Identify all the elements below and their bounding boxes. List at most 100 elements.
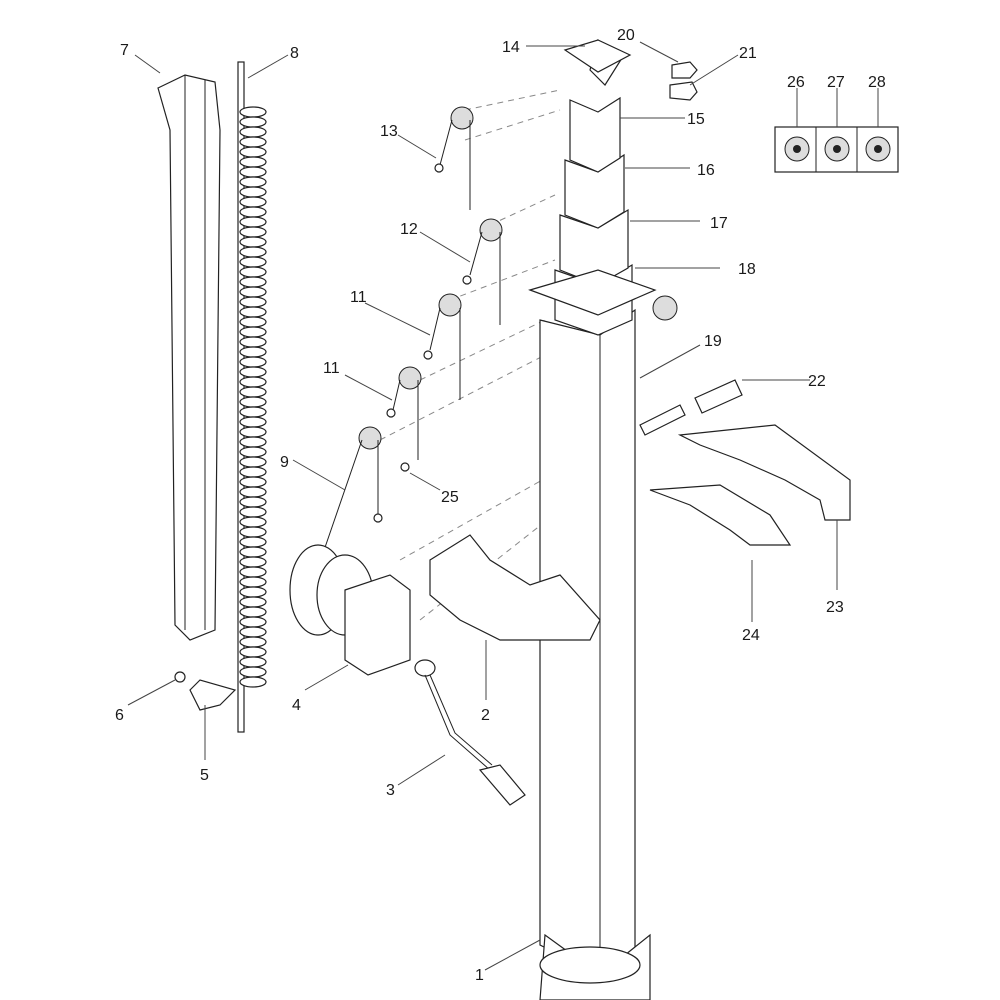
callout-2: 2 [481, 707, 490, 724]
coil-turn [239, 646, 267, 658]
callout-13: 13 [380, 123, 398, 140]
callout-24: 24 [742, 627, 760, 644]
callout-7: 7 [120, 42, 129, 59]
callout-11b: 11 [323, 360, 340, 377]
callout-23: 23 [826, 599, 844, 616]
coil-turn [239, 216, 267, 228]
coil-turn [239, 546, 267, 558]
part-8-coiled-cable [237, 61, 267, 733]
parts-20-21-pads [669, 61, 698, 101]
coil-turn [239, 136, 267, 148]
coil-turn [239, 296, 267, 308]
pulley-cable-assemblies [299, 106, 503, 621]
callout-22: 22 [808, 373, 826, 390]
callout-20: 20 [617, 27, 635, 44]
callout-14: 14 [502, 39, 520, 56]
coil-turn [239, 316, 267, 328]
coil-turn [239, 326, 267, 338]
callout-11a: 11 [350, 289, 367, 306]
coil-turn [239, 406, 267, 418]
coil-turn [239, 596, 267, 608]
coil-turn [239, 436, 267, 448]
coil-turn [239, 116, 267, 128]
coil-turn [239, 346, 267, 358]
parts-23-24-cover-plates [649, 424, 851, 546]
callout-1: 1 [475, 967, 484, 984]
coil-turn [239, 156, 267, 168]
callout-15: 15 [687, 111, 705, 128]
callout-3: 3 [386, 782, 395, 799]
coil-turn [239, 466, 267, 478]
callout-18: 18 [738, 261, 756, 278]
part-11b [386, 366, 422, 460]
coil-turn [239, 426, 267, 438]
parts-5-6 [174, 671, 237, 711]
coil-turn [239, 386, 267, 398]
coil-turn [239, 536, 267, 548]
callout-27: 27 [827, 74, 845, 91]
coil-turn [239, 556, 267, 568]
callout-labels: 7 8 13 12 11 11 9 25 14 20 21 26 27 28 1… [115, 27, 886, 984]
coil-turn [239, 276, 267, 288]
coil-turn [239, 146, 267, 158]
coil-turn [239, 446, 267, 458]
callout-8: 8 [290, 45, 299, 62]
leader-lines [127, 41, 879, 971]
part-22-grip [639, 379, 743, 436]
coil-turn [239, 106, 267, 118]
coil-turn [239, 636, 267, 648]
callout-6: 6 [115, 707, 124, 724]
part-25 [400, 462, 410, 472]
callout-12: 12 [400, 221, 418, 238]
coil-turn [239, 476, 267, 488]
part-13 [434, 106, 474, 210]
coil-turn [239, 226, 267, 238]
coil-turn [239, 206, 267, 218]
callout-4: 4 [292, 697, 301, 714]
coil-turn [239, 396, 267, 408]
coil-turn [239, 506, 267, 518]
callout-16: 16 [697, 162, 715, 179]
coil-turn [239, 486, 267, 498]
coil-turn [239, 626, 267, 638]
coil-turn [239, 676, 267, 688]
part-2-bracket [429, 534, 601, 641]
coil-turn [239, 366, 267, 378]
coil-turn [239, 256, 267, 268]
callout-21: 21 [739, 45, 757, 62]
coil-turn [239, 456, 267, 468]
coil-turn [239, 606, 267, 618]
coil-turn [239, 516, 267, 528]
part-4-winch [289, 544, 411, 676]
coil-turn [239, 236, 267, 248]
callout-25: 25 [441, 489, 459, 506]
part-11a [423, 293, 462, 400]
coil-turn [239, 356, 267, 368]
coil-turn [239, 416, 267, 428]
parts-26-28-wheels [652, 126, 899, 321]
part-12 [462, 218, 503, 325]
callout-17: 17 [710, 215, 728, 232]
coil-turn [239, 336, 267, 348]
coil-turn [239, 196, 267, 208]
coil-turn [239, 576, 267, 588]
callout-19: 19 [704, 333, 722, 350]
callout-28: 28 [868, 74, 886, 91]
coil-turn [239, 306, 267, 318]
coil-turn [239, 246, 267, 258]
callout-5: 5 [200, 767, 209, 784]
coil-turn [239, 496, 267, 508]
coil-turn [239, 526, 267, 538]
coil-turn [239, 616, 267, 628]
callout-9: 9 [280, 454, 289, 471]
coil-turn [239, 666, 267, 678]
part-7-cable-guide [157, 74, 221, 641]
callout-26: 26 [787, 74, 805, 91]
part-3-crank [414, 659, 526, 806]
mast-tower [528, 38, 657, 1000]
coil-turn [239, 566, 267, 578]
coil-turn [239, 656, 267, 668]
coil-turn [239, 186, 267, 198]
